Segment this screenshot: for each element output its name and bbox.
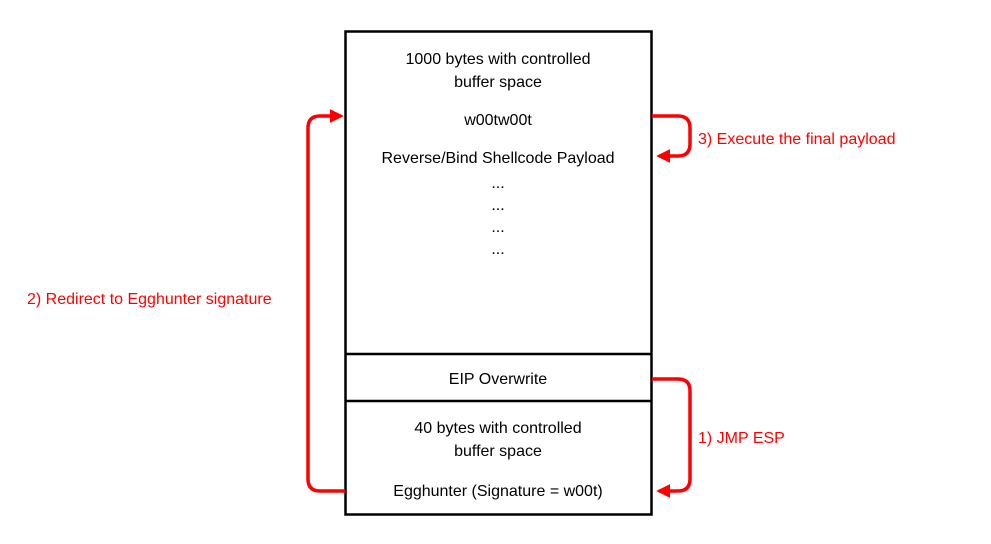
egghunter-text: Egghunter (Signature = w00t) (393, 483, 602, 500)
top-block: 1000 bytes with controlled buffer space … (381, 51, 614, 258)
ellipsis: ... (491, 197, 504, 214)
bottom-block-line2: buffer space (454, 443, 542, 460)
execute-arrow (652, 114, 692, 163)
ellipsis: ... (491, 219, 504, 236)
redirect-arrow (306, 109, 345, 493)
step1-label: 1) JMP ESP (698, 430, 785, 447)
eip-overwrite-label: EIP Overwrite (449, 371, 548, 388)
signature-text: w00tw00t (463, 112, 532, 129)
bottom-block: 40 bytes with controlled buffer space Eg… (393, 420, 602, 500)
jmp-esp-arrow (652, 377, 692, 498)
step3-label: 3) Execute the final payload (698, 131, 895, 148)
ellipsis: ... (491, 175, 504, 192)
buffer-stack (344, 30, 653, 516)
bottom-block-line1: 40 bytes with controlled (414, 420, 581, 437)
payload-text: Reverse/Bind Shellcode Payload (381, 150, 614, 167)
step2-label: 2) Redirect to Egghunter signature (27, 291, 272, 308)
top-block-line1: 1000 bytes with controlled (406, 51, 591, 68)
top-block-line2: buffer space (454, 74, 542, 91)
buffer-box (344, 30, 653, 516)
ellipsis: ... (491, 241, 504, 258)
